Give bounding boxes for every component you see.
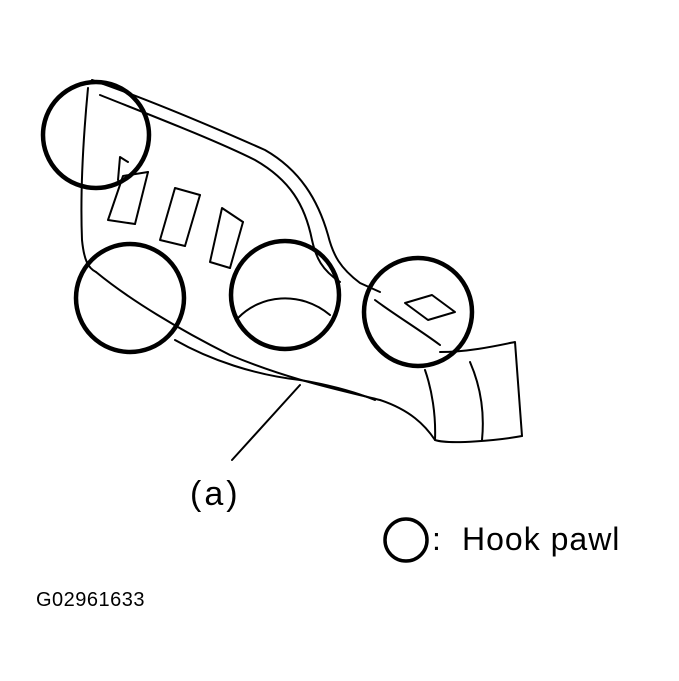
callout-leader-line — [231, 384, 301, 461]
figure-code: G02961633 — [36, 589, 145, 611]
panel-top-inner-edge — [99, 94, 341, 283]
legend-separator: : — [432, 521, 442, 557]
panel-top-edge — [91, 79, 381, 293]
hook-pawl-top-left — [40, 79, 152, 191]
panel-left-edge — [80, 87, 97, 273]
hook-pawl-center — [228, 238, 342, 352]
vent-slot-1-inner — [134, 171, 149, 225]
panel-bottom-edge — [95, 271, 523, 444]
vent-slot-1 — [107, 171, 149, 225]
panel-lower-contour — [174, 339, 376, 401]
latch-square — [404, 294, 456, 321]
latch-arm — [374, 299, 441, 346]
panel-right-bracket-fold — [424, 369, 437, 441]
panel-rib — [117, 156, 129, 181]
hook-pawl-bottom-left — [73, 241, 187, 355]
console-panel — [80, 79, 523, 444]
circle-icon — [383, 517, 429, 563]
hook-pawl-right — [361, 255, 475, 369]
legend-text: Hook pawl — [462, 521, 620, 557]
panel-right-bracket — [439, 341, 523, 437]
vent-slot-3 — [209, 207, 244, 269]
vent-slot-3-inner — [229, 221, 244, 269]
hook-pawls — [40, 79, 475, 369]
panel-right-bracket-inner — [469, 361, 484, 441]
vent-slot-2 — [159, 187, 201, 247]
vent-slot-2-inner — [184, 194, 201, 247]
legend: : Hook pawl — [383, 517, 620, 563]
center-recess-curve — [237, 297, 331, 319]
callout-label: (a) — [190, 475, 241, 513]
